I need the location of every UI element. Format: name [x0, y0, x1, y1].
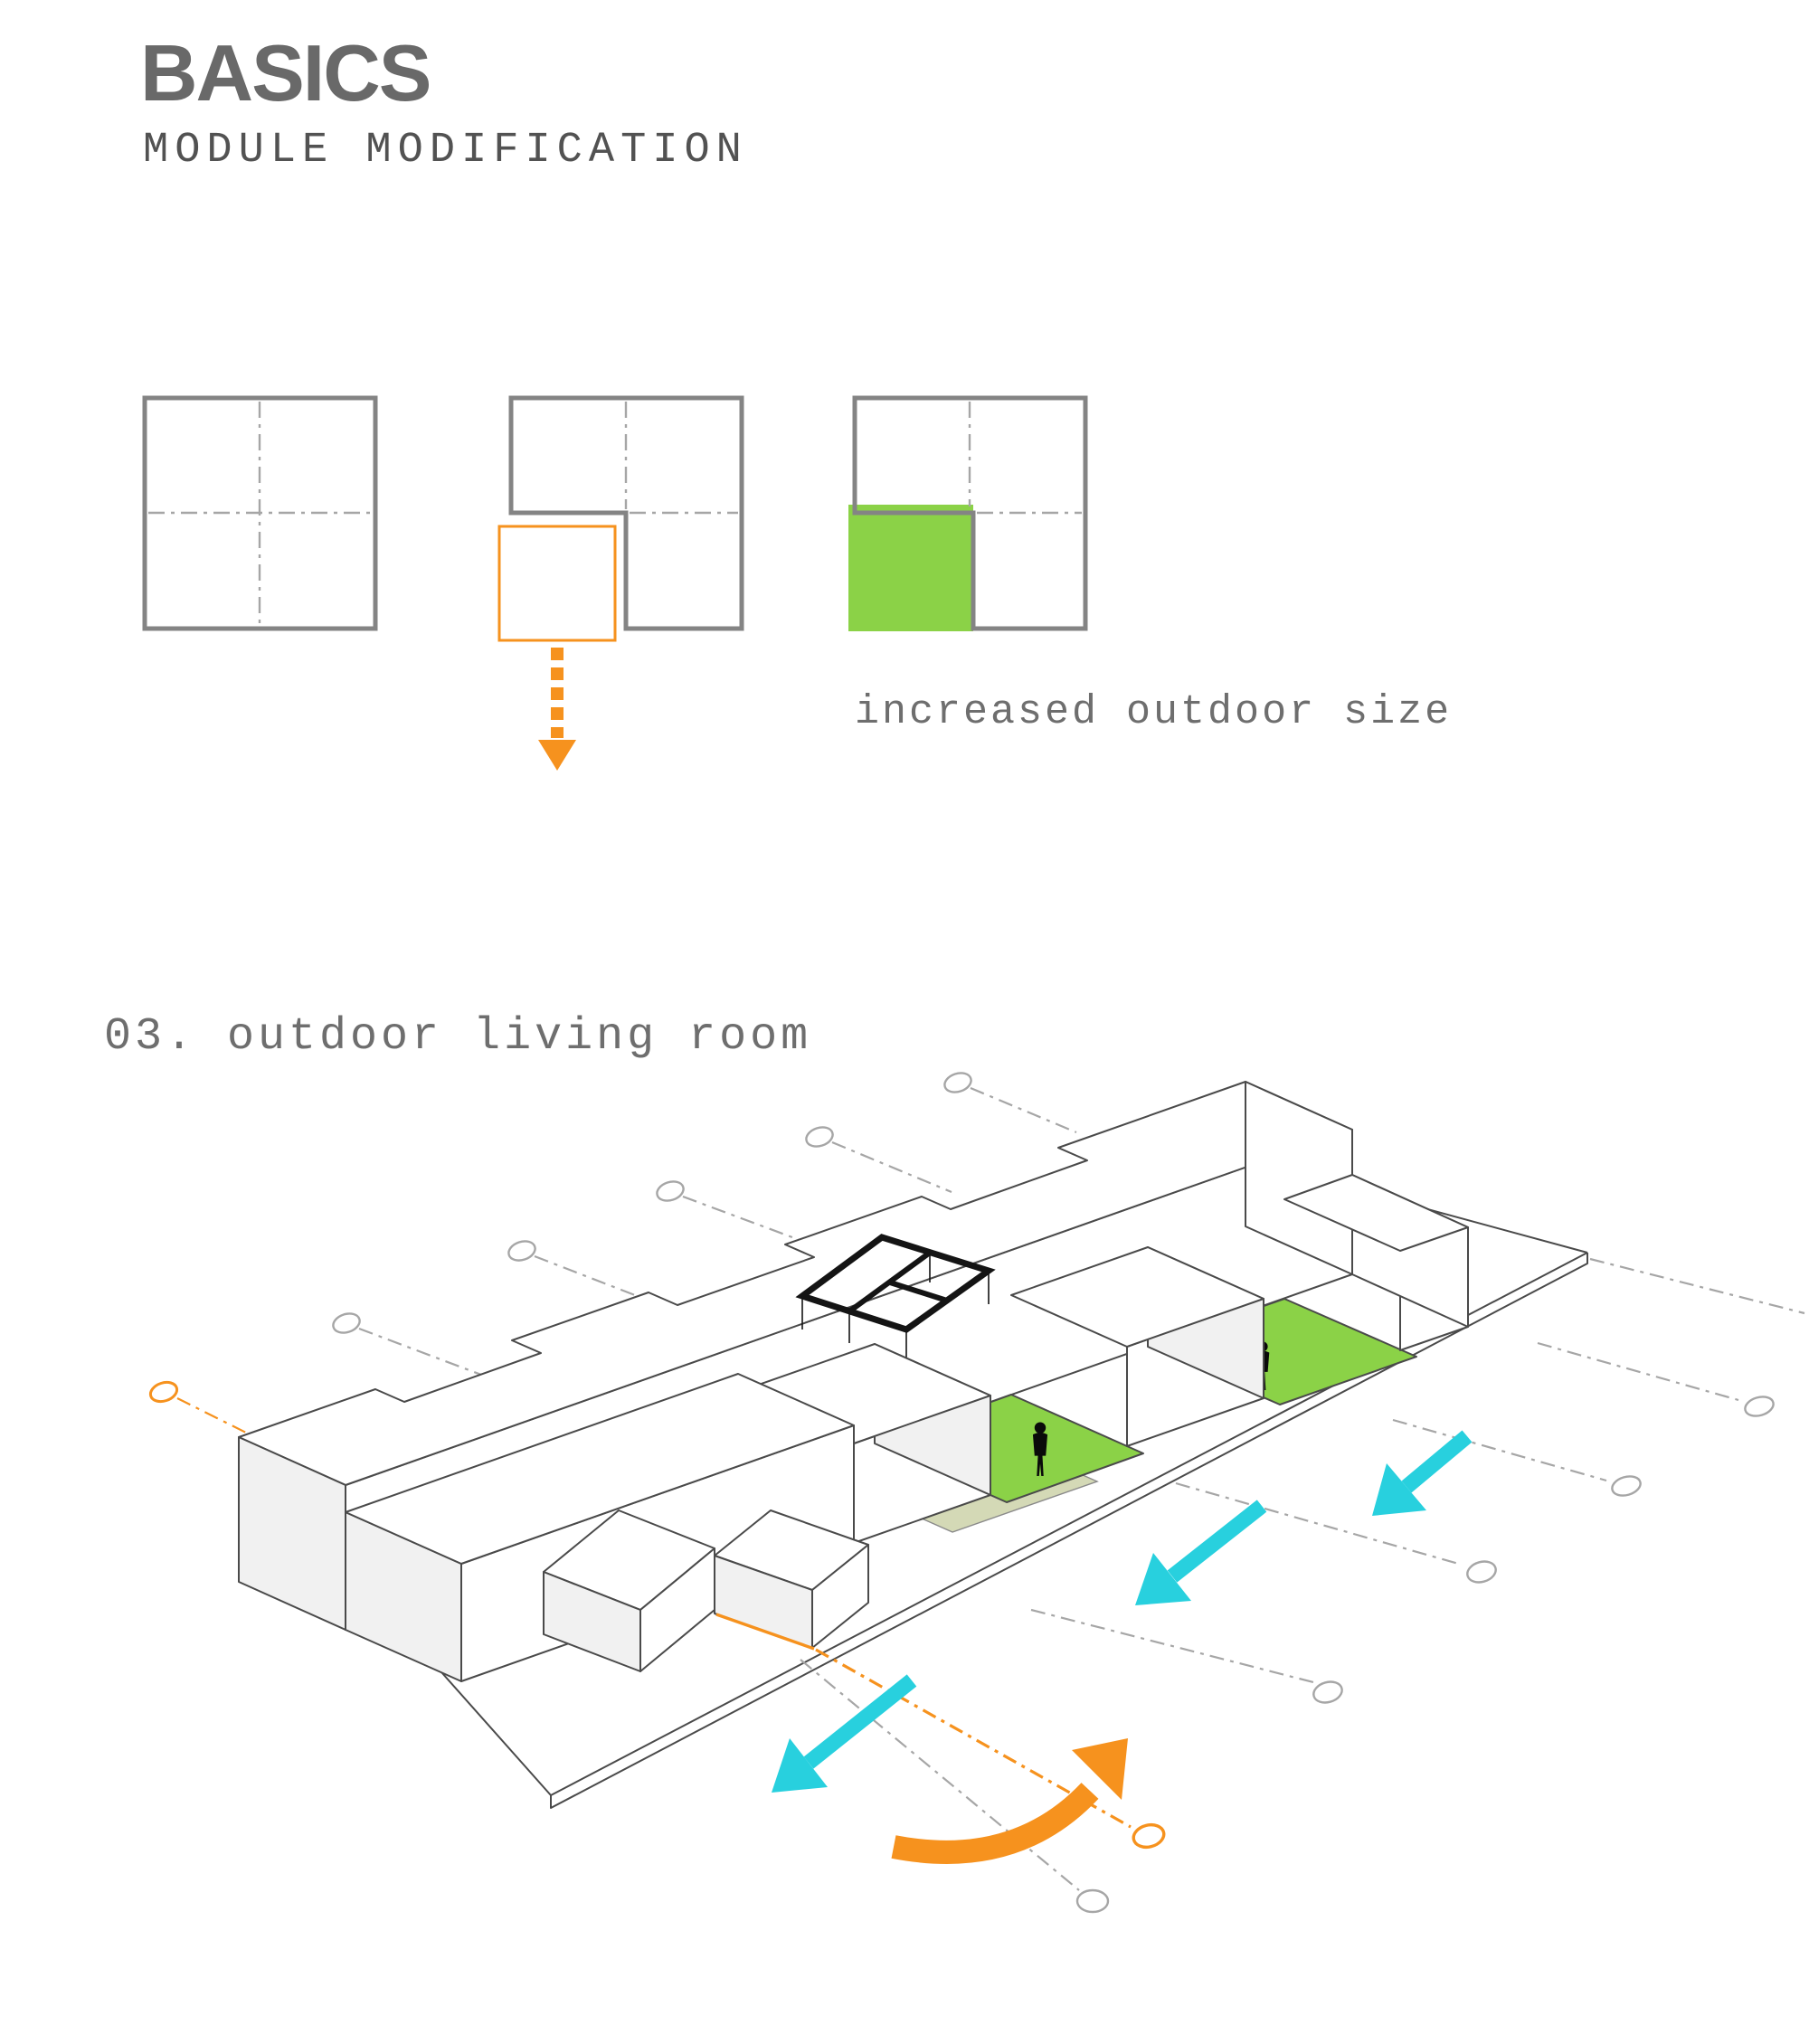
base-module-outline	[142, 395, 378, 631]
axis-circle-icon	[1466, 1560, 1497, 1584]
wireframe-columns	[801, 1253, 990, 1363]
grid-axes-right	[800, 1257, 1805, 1914]
left-mass-roof	[345, 1373, 855, 1565]
mid-annex-right-face	[811, 1544, 869, 1649]
low-annex-right-face	[639, 1547, 715, 1672]
grid-line	[534, 1254, 725, 1331]
axis-circle-icon	[507, 1240, 536, 1262]
wireframe-subdivision	[848, 1250, 948, 1314]
diagram-module-pulled-out	[497, 395, 744, 771]
diagram-increased-outdoor	[848, 395, 1088, 631]
wireframe-outline	[795, 1234, 996, 1333]
grid-line	[1175, 1481, 1463, 1566]
l-module-outline	[508, 395, 744, 631]
orange-axis-circle-icon	[1132, 1822, 1166, 1850]
axis-circle-icon	[1611, 1475, 1642, 1497]
page-subtitle: MODULE MODIFICATION	[143, 127, 748, 175]
grid-line	[1537, 1341, 1739, 1402]
axis-circle-icon	[1744, 1396, 1775, 1417]
increased-module-outline	[852, 395, 1088, 631]
module-roof	[1283, 1174, 1469, 1252]
outdoor-module-green	[848, 505, 973, 631]
caption-increased-outdoor-size: increased outdoor size	[855, 689, 1453, 735]
mid-annex	[714, 1509, 869, 1649]
grid-line	[1589, 1257, 1805, 1315]
grid-line	[1392, 1418, 1607, 1482]
person-figure-1	[1032, 1422, 1048, 1476]
low-annex	[543, 1509, 715, 1672]
module-wireframe	[795, 1234, 996, 1363]
axis-circle-icon	[332, 1312, 361, 1334]
axis-circle-icon	[805, 1126, 834, 1148]
slab-thickness	[550, 1253, 1588, 1809]
module-roof	[1010, 1246, 1264, 1348]
pulled-module-outline	[497, 525, 617, 642]
grid-axes-left	[148, 1072, 1077, 1509]
cyan-flow-arrow-icon-3	[772, 1674, 917, 1793]
caption-outdoor-living-room: 03. outdoor living room	[104, 1011, 812, 1063]
orange-curved-arrow-icon	[891, 1738, 1128, 1864]
orange-axis-solid	[715, 1613, 815, 1651]
diagram-base-module	[142, 395, 378, 631]
cyan-flow-arrow-icon-1	[1372, 1430, 1473, 1516]
axonometric-drawing	[148, 1072, 1805, 1914]
axis-circle-icon	[943, 1072, 972, 1093]
axis-circle-icon	[1312, 1680, 1343, 1704]
orange-axis-circle-icon	[148, 1380, 179, 1404]
axis-circle-icon	[1075, 1888, 1110, 1914]
front-module-2	[1010, 1246, 1264, 1447]
axis-circle-icon	[656, 1180, 685, 1202]
grid-line	[831, 1140, 952, 1194]
page-title: BASICS	[140, 28, 431, 118]
cyan-flow-arrow-icon-2	[1135, 1500, 1267, 1605]
pull-out-arrow-icon	[538, 648, 576, 771]
grid-line	[970, 1086, 1077, 1134]
back-bar-roof	[238, 1081, 1353, 1486]
grid-line	[1030, 1608, 1314, 1684]
front-module-3	[1283, 1174, 1469, 1351]
